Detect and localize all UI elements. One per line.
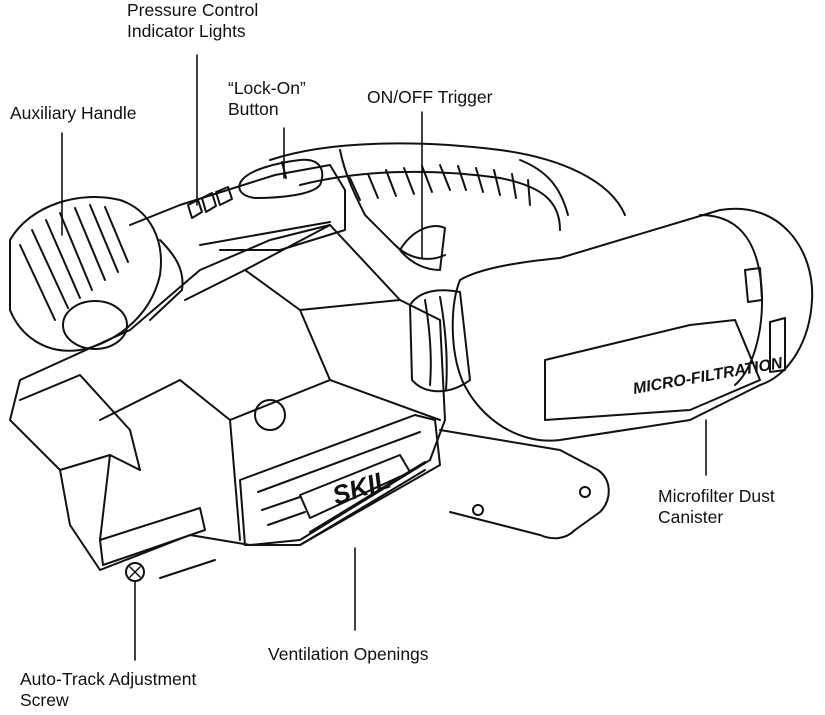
main-handle	[269, 142, 626, 271]
label-pressure-control: Pressure Control Indicator Lights	[127, 0, 259, 41]
auto-track-screw	[125, 562, 145, 582]
skil-logo: SKIL	[329, 464, 395, 511]
motor-housing	[129, 158, 346, 251]
micro-filtration-text: MICRO-FILTRATION	[632, 355, 784, 398]
label-auto-track: Auto-Track Adjustment Screw	[20, 669, 197, 710]
indicator-lights	[187, 186, 233, 219]
dust-canister	[409, 207, 814, 442]
label-microfilter: Microfilter Dust Canister	[658, 486, 775, 527]
label-lock-on: “Lock-On” Button	[228, 78, 306, 119]
leader-lines	[61, 54, 707, 661]
belt-platen	[19, 374, 610, 540]
lock-on-button	[238, 158, 324, 199]
label-ventilation: Ventilation Openings	[268, 644, 429, 664]
front-body	[9, 224, 446, 582]
label-on-off-trigger: ON/OFF Trigger	[367, 87, 493, 107]
auxiliary-handle	[9, 196, 184, 352]
nameplate-vents	[239, 414, 441, 546]
trigger	[399, 225, 446, 271]
label-auxiliary-handle: Auxiliary Handle	[10, 103, 137, 123]
